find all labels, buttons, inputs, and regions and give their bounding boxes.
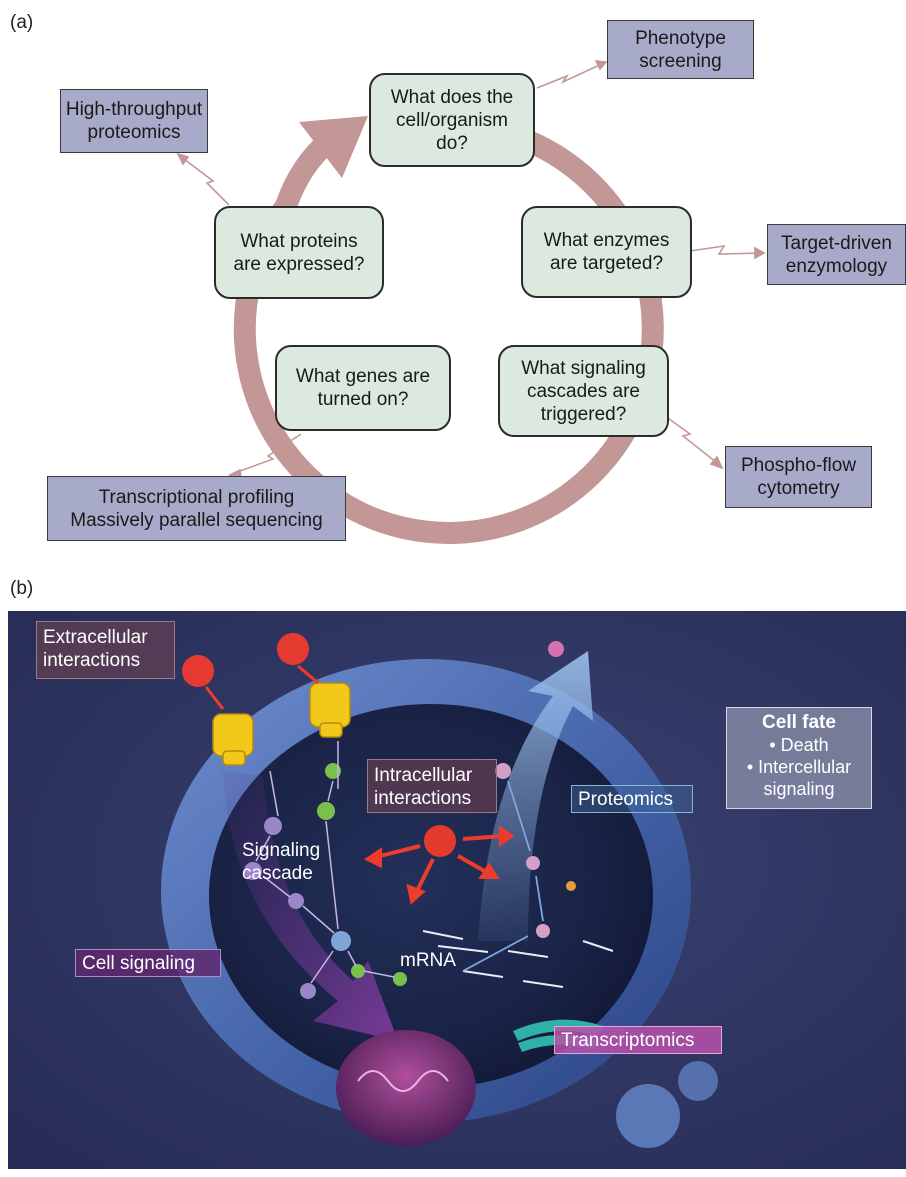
- cascade-arrows: [255, 741, 395, 984]
- cell-fate-item-death: • Death: [769, 735, 829, 755]
- dna-strand: [357, 1070, 449, 1092]
- connector-enzymology: [689, 244, 763, 255]
- cycle-arrow-ring: [233, 121, 664, 544]
- technique-box-phenotype: Phenotype screening: [607, 20, 754, 79]
- cell-illustration-art: [8, 611, 906, 1169]
- label-signaling-cascade: Signaling cascade: [242, 840, 321, 884]
- question-box-proteins: What proteins are expressed?: [214, 206, 384, 299]
- technique-text-phenotype: Phenotype screening: [635, 27, 726, 72]
- technique-text-phospho: Phospho-flow cytometry: [740, 455, 857, 499]
- cell-fate-item-signaling: • Intercellular signaling: [746, 757, 852, 799]
- technique-box-proteomics: High-throughput proteomics: [60, 89, 208, 153]
- question-text-signaling: What signaling cascades are triggered?: [521, 357, 646, 425]
- interaction-arrows: [364, 825, 515, 905]
- ligand-left: [182, 655, 214, 687]
- technique-text-enzymology: Target-driven enzymology: [781, 232, 892, 277]
- cell-interior: [209, 704, 653, 1088]
- connector-transcriptional: [231, 433, 302, 475]
- label-cell-signaling: Cell signaling: [75, 949, 221, 977]
- connector-phospho: [660, 412, 722, 467]
- question-text-proteins: What proteins are expressed?: [233, 230, 365, 275]
- signaling-arrow-shape: [223, 771, 398, 1041]
- question-text-enzymes: What enzymes are targeted?: [543, 230, 670, 274]
- ligand-arrow-left: [204, 686, 225, 710]
- receptor-right: [309, 682, 351, 738]
- label-transcriptomics: Transcriptomics: [554, 1026, 722, 1054]
- ligand-intracellular: [424, 825, 456, 857]
- label-extracellular: Extracellular interactions: [36, 621, 175, 679]
- technique-box-phospho: Phospho-flow cytometry: [725, 446, 872, 508]
- proteomics-exit-arrow: [478, 651, 593, 941]
- cell-illustration: Extracellular interactions Intracellular…: [8, 611, 906, 1169]
- nucleus: [336, 1030, 476, 1146]
- technique-box-transcriptional: Transcriptional profiling Massively para…: [47, 476, 346, 541]
- question-box-do: What does the cell/organism do?: [369, 73, 535, 167]
- vesicle-2: [678, 1061, 718, 1101]
- vesicle-1: [616, 1084, 680, 1148]
- technique-box-enzymology: Target-driven enzymology: [767, 224, 906, 285]
- label-proteomics: Proteomics: [571, 785, 693, 813]
- label-intracellular: Intracellular interactions: [367, 759, 497, 813]
- ligand-arrow-right: [297, 664, 319, 685]
- cycle-arrowhead: [299, 116, 368, 178]
- technique-text-proteomics: High-throughput proteomics: [65, 99, 203, 143]
- question-text-do: What does the cell/organism do?: [390, 86, 514, 154]
- mrna-strands: [422, 930, 614, 988]
- cell-fate-title: Cell fate: [762, 712, 836, 733]
- proteomics-path-arrows: [462, 780, 544, 972]
- panel-b-label: (b): [10, 578, 34, 599]
- receptor-left: [212, 713, 254, 766]
- panel-a-label: (a): [10, 12, 34, 33]
- connector-arrows: [176, 60, 766, 480]
- cascade-molecules: [244, 641, 576, 999]
- cell-fate-box: Cell fate • Death • Intercellular signal…: [726, 707, 872, 809]
- connector-phenotype: [536, 61, 607, 89]
- connector-proteomics: [179, 155, 230, 206]
- label-mrna: mRNA: [400, 950, 456, 971]
- ligand-right: [277, 633, 309, 665]
- question-box-enzymes: What enzymes are targeted?: [521, 206, 692, 298]
- technique-text-transcriptional: Transcriptional profiling Massively para…: [70, 486, 323, 531]
- question-text-genes: What genes are turned on?: [295, 366, 431, 410]
- question-box-signaling: What signaling cascades are triggered?: [498, 345, 669, 437]
- question-box-genes: What genes are turned on?: [275, 345, 451, 431]
